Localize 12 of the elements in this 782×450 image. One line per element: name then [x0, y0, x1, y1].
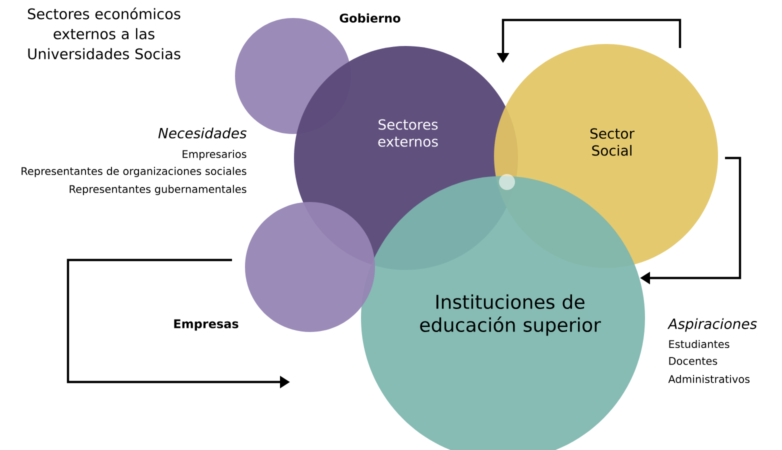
list-item: Estudiantes — [669, 340, 730, 348]
list-item: Administrativos — [668, 374, 750, 384]
heading: Aspiraciones — [667, 318, 757, 332]
list-item: Empresarios — [182, 150, 246, 160]
list-item: Representantes de organizaciones sociales — [22, 166, 246, 178]
list-item: Representantes gubernamentales — [70, 184, 246, 196]
heading: Necesidades — [158, 128, 247, 138]
dot-marker — [499, 174, 515, 190]
node-label: Empresas — [174, 319, 238, 331]
list-item: Docentes — [669, 357, 718, 365]
node-label: Gobierno — [340, 13, 400, 23]
title: Sectores económicos externos a las Universidades Socias — [28, 8, 180, 60]
